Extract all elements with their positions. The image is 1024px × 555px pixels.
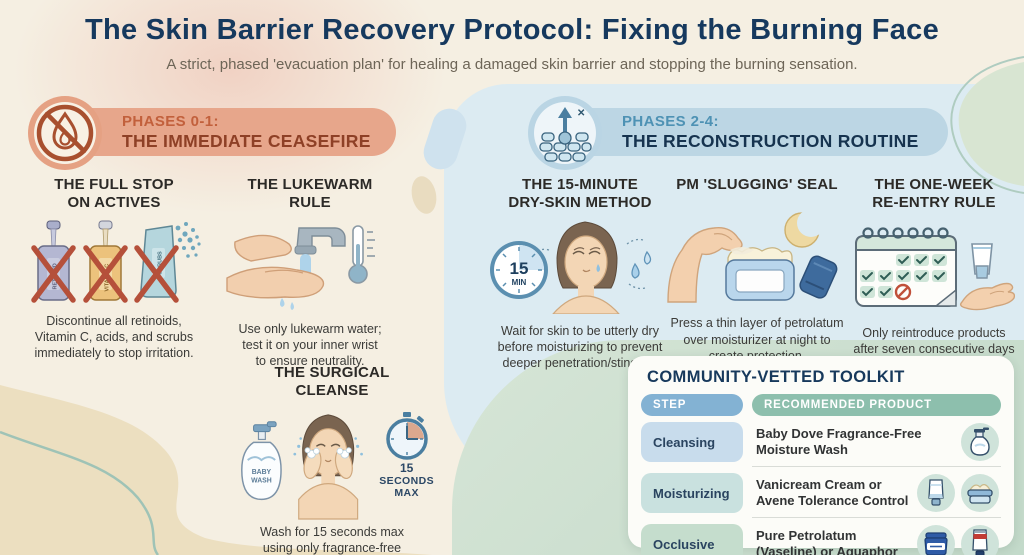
no-fire-icon	[28, 96, 102, 170]
column-header-product: RECOMMENDED PRODUCT	[752, 394, 1001, 416]
svg-text:BABY: BABY	[252, 468, 272, 475]
card-description: Discontinue all retinoids,Vitamin C, aci…	[34, 313, 194, 361]
column-header-step: STEP	[641, 394, 743, 416]
cream-jar-icon	[961, 474, 999, 512]
step-pill-occlusive: Occlusive	[641, 524, 743, 555]
svg-text:WASH: WASH	[251, 477, 272, 484]
product-name: Baby Dove Fragrance-Free Moisture Wash	[756, 425, 922, 457]
skin-barrier-icon: ✕	[528, 96, 602, 170]
aquaphor-tube-icon	[961, 525, 999, 555]
phase-2-4-label: PHASES 2-4:	[622, 113, 719, 131]
step-pill-cleansing: Cleansing	[641, 422, 743, 462]
product-name: Pure Petrolatum (Vaseline) or Aquaphor	[756, 527, 898, 555]
svg-text:✕: ✕	[577, 108, 585, 119]
phase-2-4-title: THE RECONSTRUCTION ROUTINE	[622, 130, 919, 151]
timer-label: 15 SECONDS MAX	[379, 460, 434, 500]
table-row: Vanicream Cream or Avene Tolerance Contr…	[752, 473, 1001, 518]
page-subtitle: A strict, phased 'evacuation plan' for h…	[166, 56, 858, 73]
table-row: Baby Dove Fragrance-Free Moisture Wash	[752, 422, 1001, 467]
community-toolkit-card: COMMUNITY-VETTED TOOLKIT STEP RECOMMENDE…	[628, 356, 1014, 555]
phase-2-4-pill: PHASES 2-4: THE RECONSTRUCTION ROUTINE	[564, 108, 948, 156]
calendar-checks-icon	[848, 220, 1020, 321]
cream-tube-icon	[917, 474, 955, 512]
svg-text:MIN: MIN	[512, 278, 527, 287]
phase-0-1-title: THE IMMEDIATE CEASEFIRE	[122, 130, 371, 151]
step-pill-moisturizing: Moisturizing	[641, 473, 743, 513]
pump-bottle-icon	[961, 423, 999, 461]
svg-text:15: 15	[510, 259, 529, 278]
card-description: Use only lukewarm water;test it on your …	[238, 321, 382, 369]
card-pm-slugging-seal: PM 'SLUGGING' SEAL	[660, 176, 854, 364]
product-name: Vanicream Cream or Avene Tolerance Contr…	[756, 476, 909, 508]
stopwatch-icon	[385, 411, 428, 460]
svg-text:SCRUBS: SCRUBS	[158, 251, 164, 275]
phase-0-1-pill: PHASES 0-1: THE IMMEDIATE CEASEFIRE	[64, 108, 396, 156]
page-title: The Skin Barrier Recovery Protocol: Fixi…	[84, 14, 940, 46]
slugging-jar-moon-icon	[660, 206, 854, 311]
phase-0-1-label: PHASES 0-1:	[122, 113, 219, 131]
toolkit-title: COMMUNITY-VETTED TOOLKIT	[647, 368, 905, 386]
lukewarm-water-icon	[212, 220, 408, 317]
dry-skin-clock-icon: 15 MIN	[486, 220, 674, 319]
crossed-actives-icon: RETINOID VITAMIN C	[16, 220, 212, 309]
card-title: PM 'SLUGGING' SEAL	[676, 176, 838, 193]
toolkit-table: STEP RECOMMENDED PRODUCT Cleansing Baby …	[641, 394, 1001, 555]
face-wash-icon: BABY WASH	[230, 408, 434, 520]
table-row: Pure Petrolatum (Vaseline) or Aquaphor	[752, 524, 1001, 555]
vaseline-jar-icon	[917, 525, 955, 555]
